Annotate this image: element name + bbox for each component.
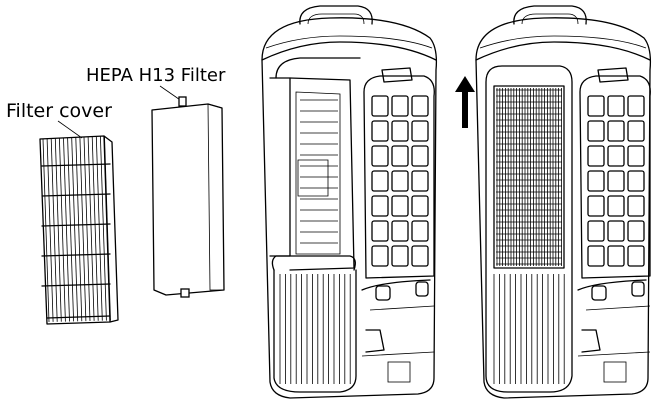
filter-cover-label: Filter cover [6,100,112,122]
filter-cover-panel [39,135,119,325]
cover-leader-line [57,120,83,139]
hepa-filter-label: HEPA H13 Filter [86,65,226,86]
air-cooler-unit-open [261,5,438,399]
air-cooler-unit-installed [475,5,652,399]
filter-top-tab [178,96,187,107]
arrow-up-icon [455,76,475,128]
filter-bottom-tab [180,288,190,298]
hepa-filter-block [151,96,225,298]
